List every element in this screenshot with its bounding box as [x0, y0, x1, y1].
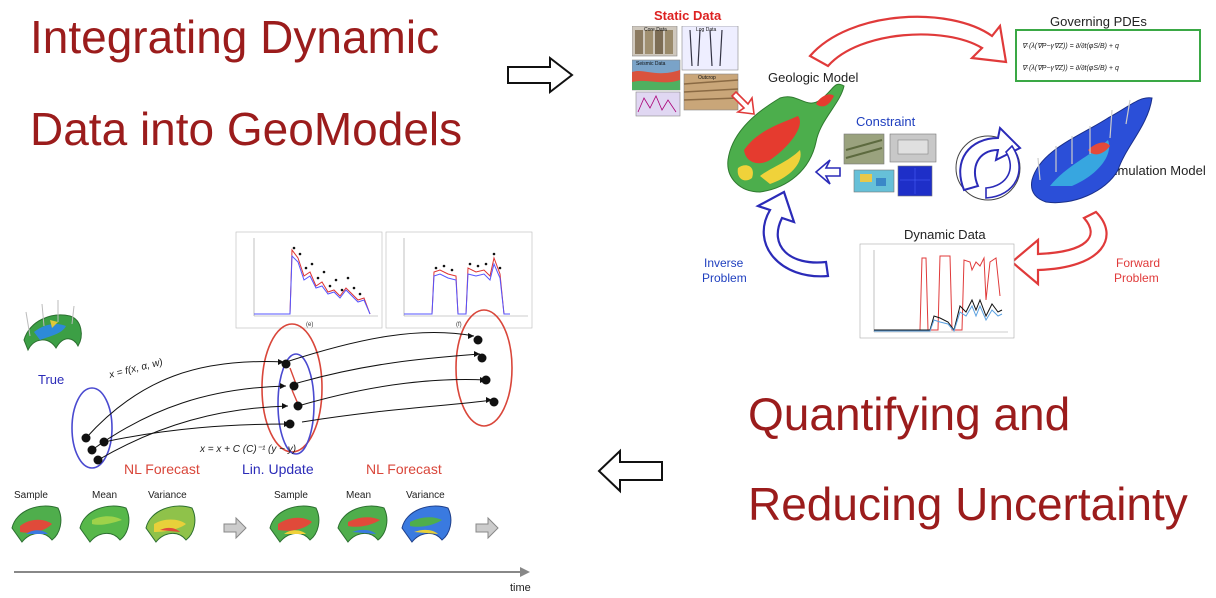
variance-label-2: Variance — [406, 490, 445, 501]
geologic-model-label: Geologic Model — [768, 70, 859, 85]
cycle-diagram: Static Data Core Data Log Data Seismic D… — [620, 0, 1216, 345]
static-to-model-arrow — [730, 90, 755, 115]
update-ellipse-blue — [277, 353, 315, 455]
core-data-label: Core Data — [644, 27, 667, 33]
svg-text:∇·(λ(∇P−γ∇Z)) = ∂/∂t(φS/B) + q: ∇·(λ(∇P−γ∇Z)) = ∂/∂t(φS/B) + q — [1022, 64, 1119, 72]
inverse-curve-arrow — [755, 190, 830, 278]
simulation-model-image — [1031, 97, 1153, 204]
forecast-ellipse-right — [455, 309, 513, 427]
sample-label-1: Sample — [14, 490, 48, 501]
simulation-model-label: Simulation Model — [1106, 163, 1206, 178]
title-right-line2: Reducing Uncertainty — [748, 478, 1188, 530]
constraint-label: Constraint — [856, 114, 916, 129]
nl-forecast-left-label: NL Forecast — [124, 461, 200, 477]
true-label: True — [38, 372, 65, 387]
variance-label-1: Variance — [148, 490, 187, 501]
constraint-images — [843, 133, 937, 197]
seismic-data-label: Seismic Data — [636, 61, 666, 67]
mean-label-1: Mean — [92, 490, 118, 501]
ensemble-dots — [81, 335, 499, 465]
model-thumb-sample-1 — [11, 505, 62, 543]
ensemble-strip — [11, 505, 499, 543]
inverse-problem-label-l1: Inverse — [704, 256, 744, 270]
arrow-right-icon — [507, 55, 574, 95]
strip-arrow-2 — [475, 516, 499, 540]
time-axis-arrowhead — [520, 567, 530, 577]
outcrop-label: Outcrop — [698, 75, 716, 81]
nl-forecast-right-label: NL Forecast — [366, 461, 442, 477]
trajectory-arrows — [85, 332, 493, 461]
model-thumb-mean-1 — [79, 505, 130, 543]
dynamic-data-plot — [859, 243, 1015, 339]
forward-curve-arrow-top — [808, 15, 1008, 68]
title-right-line1: Quantifying and — [748, 388, 1071, 440]
svg-text:∇·(λ(∇P−γ∇Z)) = ∂/∂t(φS/B) + q: ∇·(λ(∇P−γ∇Z)) = ∂/∂t(φS/B) + q — [1022, 42, 1119, 50]
sample-label-2: Sample — [274, 490, 308, 501]
plot-right-caption: (f) — [456, 322, 462, 328]
history-plot-left: (e) — [235, 231, 383, 329]
model-thumb-variance-1 — [145, 505, 196, 543]
enkf-diagram: (e) (f) — [0, 228, 560, 598]
model-thumb-mean-2 — [337, 505, 388, 543]
update-equation: x = x + C (C)⁻¹ (y − y) — [199, 444, 296, 455]
title-left-line1: Integrating Dynamic — [30, 11, 440, 63]
arrow-heads — [278, 333, 492, 427]
forecast-ellipse-left — [71, 387, 113, 469]
static-data-label: Static Data — [654, 8, 722, 23]
forecast-equation: x = f(x, α, w) — [107, 357, 164, 381]
governing-pdes-label: Governing PDEs — [1050, 14, 1147, 29]
true-model-image — [23, 300, 82, 352]
model-thumb-variance-2 — [401, 505, 452, 543]
inverse-problem-label-l2: Problem — [702, 271, 747, 285]
plot-left-caption: (e) — [306, 322, 313, 328]
pde-equations-box: ∇·(λ(∇P−γ∇Z)) = ∂/∂t(φS/B) + q ∇·(λ(∇P−γ… — [1015, 29, 1201, 82]
log-data-label: Log Data — [696, 27, 717, 33]
forward-curve-arrow-bottom — [1010, 210, 1108, 287]
time-label: time — [510, 582, 531, 594]
constraint-to-model-arrow — [814, 159, 841, 185]
history-plot-right: (f) — [385, 231, 533, 329]
title-left-line2: Data into GeoModels — [30, 103, 463, 155]
static-data-collage: Core Data Log Data Seismic Data Outcrop — [631, 25, 740, 118]
forward-problem-label-l1: Forward — [1116, 256, 1161, 270]
geologic-model-image — [727, 83, 845, 193]
forward-problem-label-l2: Problem — [1114, 271, 1159, 285]
circular-blue-arrow — [955, 125, 1022, 201]
mean-label-2: Mean — [346, 490, 372, 501]
lin-update-label: Lin. Update — [242, 461, 314, 477]
dynamic-data-label: Dynamic Data — [904, 227, 986, 242]
model-thumb-sample-2 — [269, 505, 320, 543]
strip-arrow-1 — [223, 516, 247, 540]
arrow-left-icon — [597, 448, 663, 494]
